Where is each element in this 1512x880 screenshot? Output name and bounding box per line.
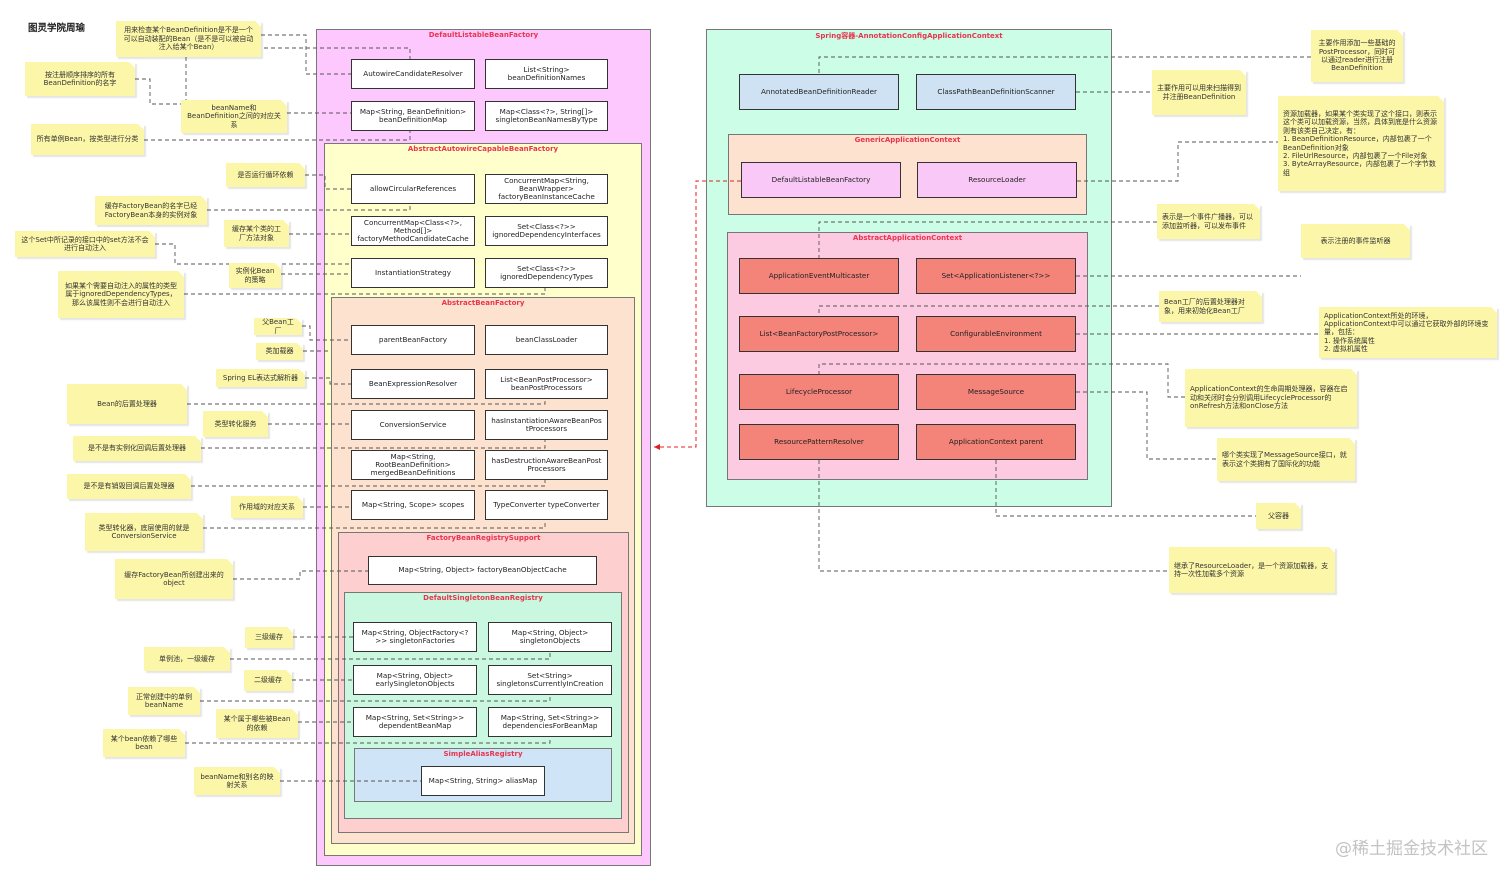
box-type-converter: TypeConverter typeConverter xyxy=(485,490,608,520)
box-bean-class-loader: beanClassLoader xyxy=(485,325,608,355)
note-third-level-cache: 三级缓存 xyxy=(245,627,293,648)
box-factory-bean-object-cache: Map<String, Object> factoryBeanObjectCac… xyxy=(368,556,597,585)
box-alias-map: Map<String, String> aliasMap xyxy=(421,766,545,796)
note-reader: 主要作用添加一些基础的PostProcessor，同时可以通过reader进行注… xyxy=(1311,30,1403,82)
note-instantiation-aware: 是不是有实例化回调后置处理器 xyxy=(73,436,201,461)
frame-title-dsbr: DefaultSingletonBeanRegistry xyxy=(423,594,543,602)
box-resource-pattern-resolver: ResourcePatternResolver xyxy=(739,424,899,460)
note-spring-el: Spring EL表达式解析器 xyxy=(216,369,305,387)
box-has-instantiation-aware-bpp: hasInstantiationAwareBeanPos tProcessors xyxy=(485,410,608,440)
note-autowire-candidate: 用来检查某个BeanDefinition是不是一个可以自动装配的Bean（是不是… xyxy=(116,21,261,57)
box-bean-expression-resolver: BeanExpressionResolver xyxy=(351,369,475,399)
box-application-event-multicaster: ApplicationEventMulticaster xyxy=(739,258,899,294)
note-second-level-cache: 二级缓存 xyxy=(244,670,292,691)
frame-title-gac: GenericApplicationContext xyxy=(854,136,961,144)
box-conversion-service: ConversionService xyxy=(351,410,475,440)
note-in-creation: 正常创建中的单例beanName xyxy=(128,687,200,715)
note-configurable-environment: ApplicationContext所处的环境，ApplicationConte… xyxy=(1319,307,1497,358)
box-bean-post-processors: List<BeanPostProcessor> beanPostProcesso… xyxy=(485,369,608,399)
note-class-loader: 类加载器 xyxy=(256,343,303,360)
frame-title-aac: AbstractApplicationContext xyxy=(852,234,963,242)
box-parent-bean-factory: parentBeanFactory xyxy=(351,325,475,355)
note-bean-definition-names: 按注册顺序排序的所有BeanDefinition的名字 xyxy=(25,62,135,96)
box-ignored-dependency-interfaces: Set<Class<?>> ignoredDependencyInterface… xyxy=(485,216,608,246)
box-classpath-bean-definition-scanner: ClassPathBeanDefinitionScanner xyxy=(916,74,1076,110)
box-bean-factory-post-processors: List<BeanFactoryPostProcessor> xyxy=(739,316,899,352)
box-application-listeners: Set<ApplicationListener<?>> xyxy=(916,258,1076,294)
note-allow-circular: 是否运行循环依赖 xyxy=(226,163,305,187)
box-configurable-environment: ConfigurableEnvironment xyxy=(916,316,1076,352)
note-lifecycle-processor: ApplicationContext的生命周期处理器，容器在启动和关闭时会分别调… xyxy=(1185,369,1357,427)
note-factory-bean-object: 缓存FactoryBean所创建出来的object xyxy=(115,559,233,599)
note-scanner: 主要作用可以用来扫描得到并注册BeanDefinition xyxy=(1152,70,1246,115)
note-singleton-pool: 单例池，一级缓存 xyxy=(144,647,230,671)
frame-title-aacbf: AbstractAutowireCapableBeanFactory xyxy=(407,145,559,153)
box-bean-definition-names: List<String> beanDefinitionNames xyxy=(485,59,608,89)
frame-title-fbrs: FactoryBeanRegistrySupport xyxy=(426,534,541,542)
box-generic-default-listable-bean-factory: DefaultListableBeanFactory xyxy=(741,162,901,198)
note-bean-post-processor: Bean的后置处理器 xyxy=(67,384,187,424)
box-lifecycle-processor: LifecycleProcessor xyxy=(739,374,899,410)
frame-title-dlbf: DefaultListableBeanFactory xyxy=(428,31,539,39)
box-singletons-currently-in-creation: Set<String> singletonsCurrentlyInCreatio… xyxy=(488,665,612,695)
note-resource-loader: 资源加载器，如果某个类实现了这个接口，则表示这个类可以加载资源，当然，具体到底是… xyxy=(1278,96,1444,191)
frame-title-sc: Spring容器-AnnotationConfigApplicationCont… xyxy=(815,32,1003,40)
box-allow-circular-references: allowCircularReferences xyxy=(351,174,475,204)
box-has-destruction-aware-bpp: hasDestructionAwareBeanPost Processors xyxy=(485,450,608,480)
note-event-listeners: 表示注册的事件监听器 xyxy=(1301,224,1410,258)
box-dependencies-for-bean-map: Map<String, Set<String>> dependenciesFor… xyxy=(488,707,612,737)
note-parent-bean-factory: 父Bean工厂 xyxy=(254,318,302,335)
note-type-converter: 类型转化器，底层使用的就是ConversionService xyxy=(85,513,203,551)
box-application-context-parent: ApplicationContext parent xyxy=(916,424,1076,460)
box-annotated-bean-definition-reader: AnnotatedBeanDefinitionReader xyxy=(739,74,899,110)
note-message-source: 哪个类实现了MessageSource接口，就表示这个类拥有了国际化的功能 xyxy=(1217,438,1355,481)
box-factory-bean-instance-cache: ConcurrentMap<String, BeanWrapper> facto… xyxy=(485,174,608,204)
page-title: 图灵学院周瑜 xyxy=(28,23,86,34)
box-factory-method-candidate-cache: ConcurrentMap<Class<?>, Method[]> factor… xyxy=(351,216,475,246)
note-dependent-bean: 某个属于哪些被Bean的依赖 xyxy=(216,709,298,738)
note-bean-factory-post-processor: Bean工厂的后置处理器对象，用来初始化Bean工厂 xyxy=(1159,291,1262,322)
frame-title-abf: AbstractBeanFactory xyxy=(441,299,525,307)
box-dependent-bean-map: Map<String, Set<String>> dependentBeanMa… xyxy=(353,707,477,737)
box-message-source: MessageSource xyxy=(916,374,1076,410)
box-instantiation-strategy: InstantiationStrategy xyxy=(351,258,475,288)
note-singleton-by-type: 所有单例Bean，按类型进行分类 xyxy=(31,124,144,155)
note-event-multicaster: 表示是一个事件广播器，可以添加监听器，可以发布事件 xyxy=(1157,204,1260,239)
note-conversion-service: 类型转化服务 xyxy=(203,411,268,437)
box-ignored-dependency-types: Set<Class<?>> ignoredDependencyTypes xyxy=(485,258,608,288)
note-parent-container: 父容器 xyxy=(1256,503,1301,529)
note-bean-definition-map: beanName和BeanDefinition之间的对应关系 xyxy=(181,100,287,133)
box-bean-definition-map: Map<String, BeanDefinition> beanDefiniti… xyxy=(351,101,475,131)
box-scopes: Map<String, Scope> scopes xyxy=(351,490,475,520)
frame-title-sar: SimpleAliasRegistry xyxy=(443,750,523,758)
note-resource-pattern-resolver: 继承了ResourceLoader，是一个资源加载器，支持一次性加载多个资源 xyxy=(1169,547,1335,593)
box-singleton-factories: Map<String, ObjectFactory<? >> singleton… xyxy=(353,622,477,652)
box-early-singleton-objects: Map<String, Object> earlySingletonObject… xyxy=(353,665,477,695)
note-factory-bean-instance: 缓存FactoryBean的名字已经FactoryBean本身的实例对象 xyxy=(95,196,207,225)
box-autowire-candidate-resolver: AutowireCandidateResolver xyxy=(351,59,475,89)
note-dependencies-for-bean: 某个bean依赖了哪些bean xyxy=(103,729,185,757)
note-ignored-interfaces: 这个Set中所记录的接口中的set方法不会进行自动注入 xyxy=(15,231,155,257)
box-merged-bean-definitions: Map<String, RootBeanDefinition> mergedBe… xyxy=(351,450,475,480)
note-scopes: 作用域的对应关系 xyxy=(231,496,303,518)
watermark: @稀土掘金技术社区 xyxy=(1335,839,1488,859)
box-singleton-objects: Map<String, Object> singletonObjects xyxy=(488,622,612,652)
note-destruction-aware: 是不是有销毁回调后置处理器 xyxy=(67,474,191,499)
note-factory-method-cache: 缓存某个类的工厂方法对象 xyxy=(224,220,289,247)
note-instantiation-strategy: 实例化Bean的策略 xyxy=(229,263,281,288)
box-resource-loader: ResourceLoader xyxy=(917,162,1077,198)
note-alias: beanName和别名的映射关系 xyxy=(194,767,280,795)
note-ignored-types: 如果某个需要自动注入的属性的类型属于ignoredDependencyTypes… xyxy=(58,271,184,318)
box-singleton-bean-names-by-type: Map<Class<?>, String[]> singletonBeanNam… xyxy=(485,101,608,131)
